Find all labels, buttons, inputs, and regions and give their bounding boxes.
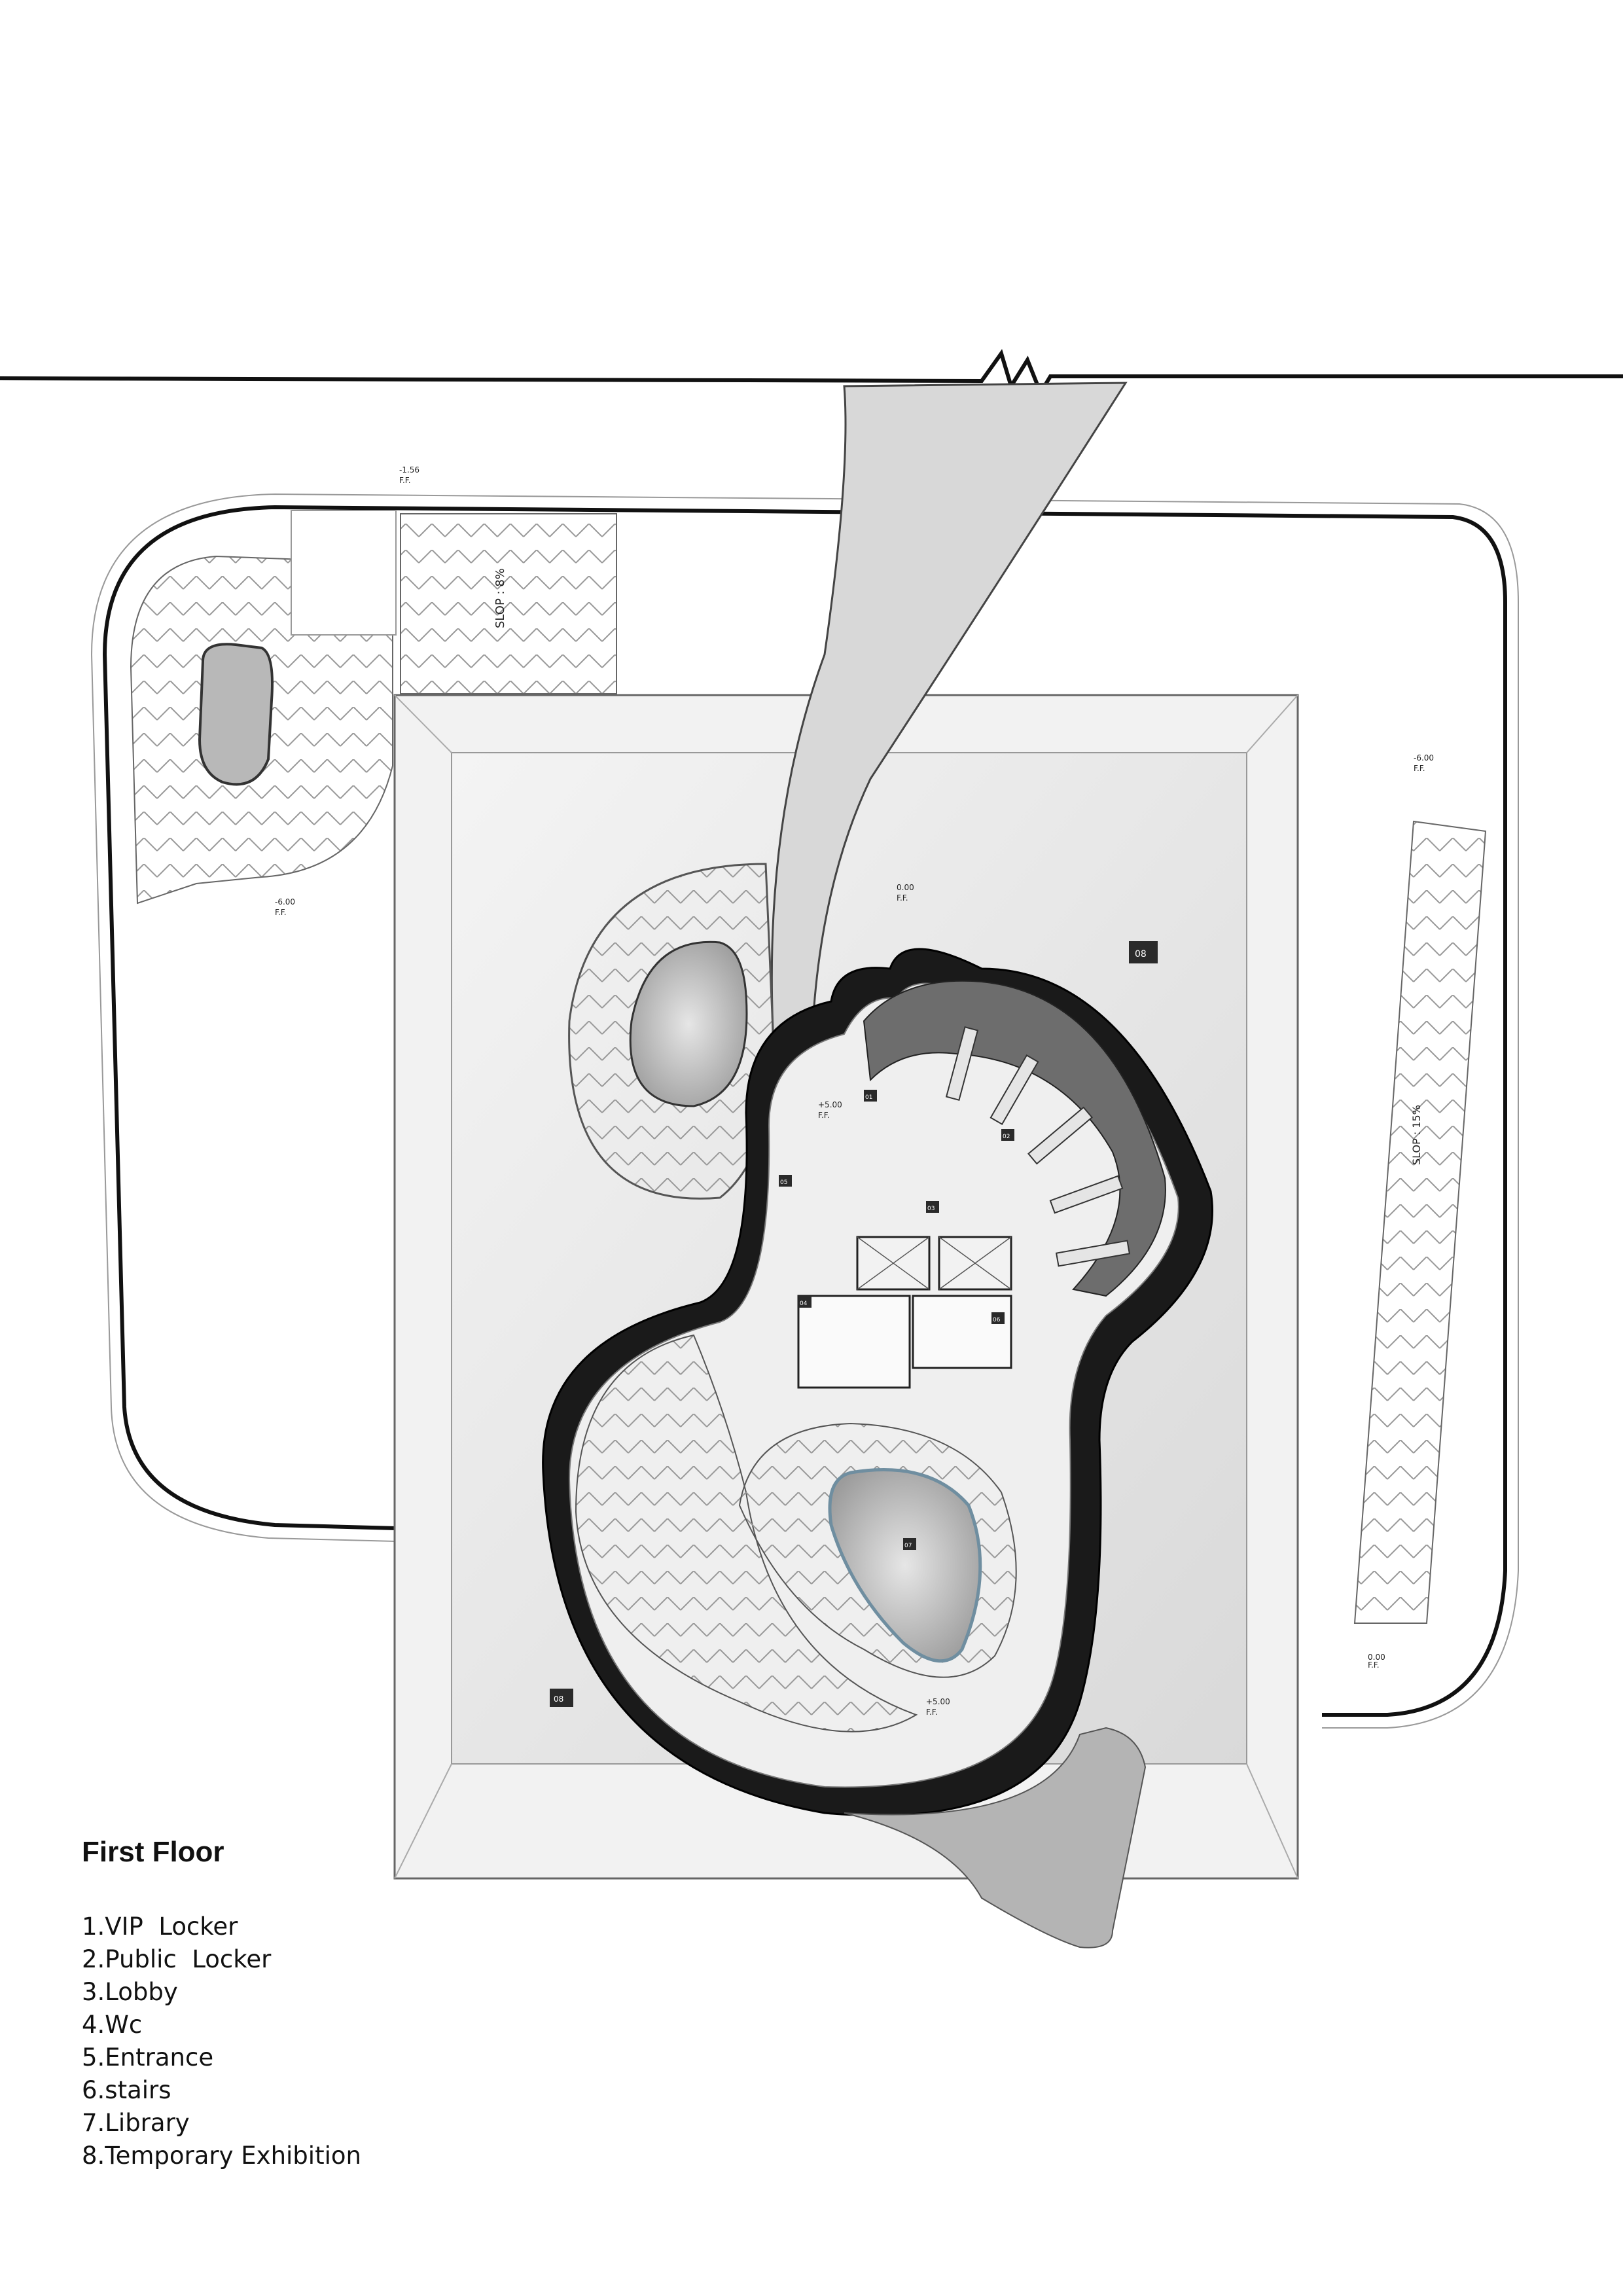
spiral-ramp-lower: [575, 1334, 918, 1732]
level-value: +5.00: [818, 1100, 842, 1109]
wc-block: [797, 1295, 911, 1389]
legend-item: 7.Library: [82, 2109, 190, 2137]
plan-title: First Floor: [82, 1836, 224, 1868]
level-value: -6.00: [1414, 753, 1434, 762]
level-markers: -1.56 F.F. 0.00 F.F. -6.00 F.F. -6.00 F.…: [275, 465, 1434, 1717]
level-unit: F.F.: [1368, 1660, 1380, 1670]
legend-item: 4.Wc: [82, 2011, 143, 2039]
slope-label: SLOP : 8%: [493, 568, 507, 628]
room-tag-01: 01: [865, 1094, 872, 1101]
legend-item: 5.Entrance: [82, 2043, 214, 2072]
legend-item: 1.VIP Locker: [82, 1912, 238, 1941]
room-tag-08: 08: [554, 1695, 563, 1704]
room-tag-05: 05: [780, 1179, 787, 1186]
level-unit: F.F.: [926, 1708, 938, 1717]
room-tag-03: 03: [927, 1206, 935, 1212]
legend-item: 2.Public Locker: [82, 1945, 272, 1973]
slope-label: SLOP : 15%: [1410, 1105, 1423, 1165]
room-tag-04: 04: [800, 1300, 808, 1307]
void-top-left: [198, 643, 274, 786]
room-tag-08: 08: [1135, 949, 1147, 960]
level-unit: F.F.: [275, 908, 287, 917]
void-left: [629, 941, 748, 1107]
stair-block: [912, 1295, 1012, 1369]
level-value: -1.56: [399, 465, 419, 475]
level-unit: F.F.: [897, 893, 908, 903]
locker-arc: [863, 980, 1166, 1297]
site-outline: [102, 505, 1507, 1717]
room-tags: 08 08 01 02 03 04 05 06 07: [550, 941, 1158, 1707]
ramp-top-center: [400, 513, 617, 694]
level-value: 0.00: [897, 883, 914, 892]
locker-racks: [945, 1026, 1131, 1267]
room-tag-02: 02: [1003, 1134, 1010, 1140]
room-tag-07: 07: [904, 1543, 912, 1549]
ramp-right: [1353, 820, 1487, 1624]
legend: First Floor 1.VIP Locker 2.Public Locker…: [82, 1836, 540, 2172]
level-unit: F.F.: [1414, 764, 1425, 773]
room-tag-06: 06: [993, 1317, 1001, 1323]
legend-list: 1.VIP Locker 2.Public Locker 3.Lobby 4.W…: [82, 1910, 540, 2172]
bottom-extension: [844, 1727, 1147, 1948]
site-boundary-line: [0, 349, 1623, 397]
ramp-slot-top: [291, 510, 397, 636]
legend-item: 6.stairs: [82, 2076, 171, 2104]
legend-item: 3.Lobby: [82, 1978, 178, 2006]
level-value: -6.00: [275, 897, 295, 906]
level-unit: F.F.: [818, 1111, 830, 1120]
level-unit: F.F.: [399, 476, 411, 485]
level-value: +5.00: [926, 1697, 950, 1706]
level-value: 0.00: [1368, 1653, 1385, 1662]
legend-item: 8.Temporary Exhibition: [82, 2142, 361, 2170]
library-void: [828, 1468, 982, 1663]
